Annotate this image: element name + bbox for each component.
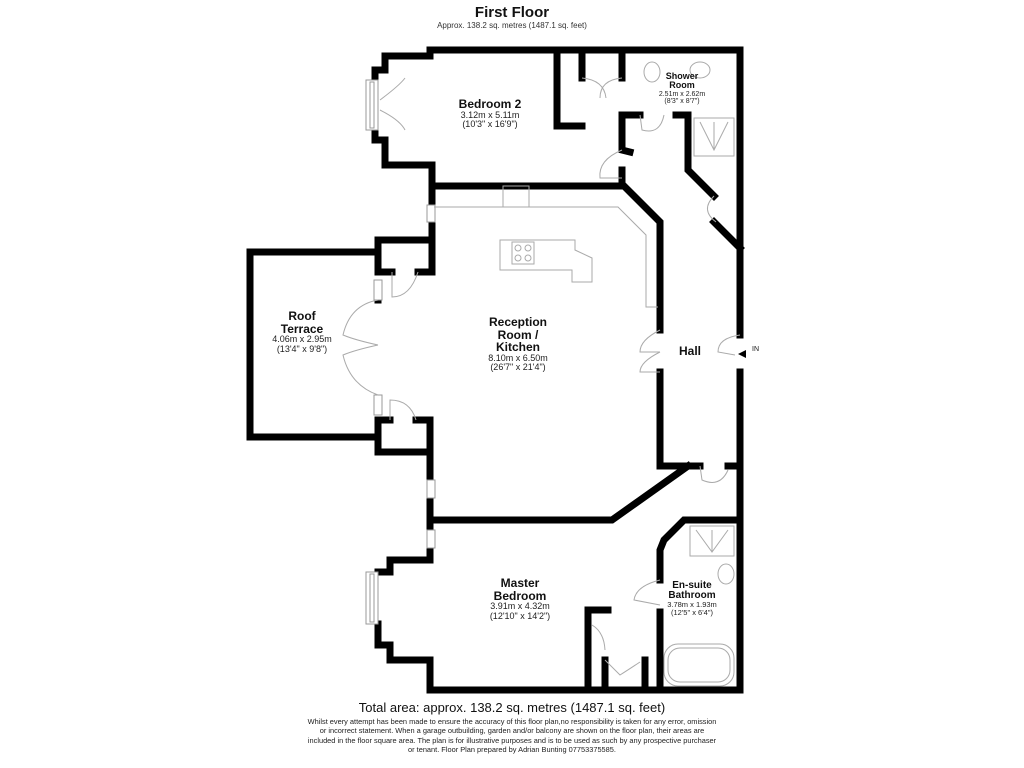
room-hall: Hall: [678, 344, 701, 358]
windows: [365, 79, 436, 625]
total-area: Total area: approx. 138.2 sq. metres (14…: [358, 700, 666, 715]
disclaimer-text: Whilst every attempt has been made to en…: [307, 717, 717, 754]
toilet-icon: [717, 563, 735, 585]
entrance-arrow-icon: [738, 350, 746, 358]
shower-tray-icon: [689, 525, 735, 557]
room-shower-room: Shower Room 2.51m x 2.62m (8'3" x 8'7"): [658, 71, 706, 106]
kitchen-fixtures: [434, 185, 658, 308]
room-roof-terrace: Roof Terrace 4.06m x 2.95m (13'4" x 9'8"…: [272, 309, 332, 354]
sink-icon: [502, 185, 530, 208]
toilet-icon: [643, 61, 661, 83]
bathroom-fixtures: [643, 61, 735, 687]
floor-title: First Floor: [474, 4, 550, 21]
room-bedroom-2: Bedroom 2 3.12m x 5.11m (10'3" x 16'9"): [458, 97, 522, 130]
room-en-suite-bathroom: En-suite Bathroom 3.78m x 1.93m (12'5" x…: [667, 580, 717, 617]
hob-icon: [511, 241, 535, 265]
floor-area-subtitle: Approx. 138.2 sq. metres (1487.1 sq. fee…: [437, 21, 587, 30]
shower-tray-icon: [693, 117, 735, 157]
basin-icon: [689, 61, 711, 79]
room-master-bedroom: Master Bedroom 3.91m x 4.32m (12'10" x 1…: [489, 576, 551, 621]
door-swings: [342, 77, 741, 676]
walls: [246, 46, 745, 694]
entrance-label: IN: [752, 346, 759, 353]
room-reception-kitchen: Reception Room / Kitchen 8.10m x 6.50m (…: [488, 315, 548, 373]
bath-icon: [663, 643, 735, 687]
